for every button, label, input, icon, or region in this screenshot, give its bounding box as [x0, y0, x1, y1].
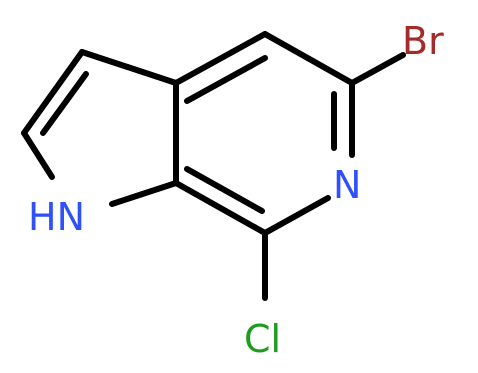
bromine-atom-label: Br: [402, 19, 444, 63]
bond-c7-c7a: [173, 180, 268, 236]
bond-c2-n1: [21, 130, 55, 180]
bond-n1-c7a: [109, 180, 179, 207]
bond-c3-c2-inner: [40, 71, 89, 136]
pyridine-nitrogen-label: N: [333, 163, 361, 207]
bond-c4-c5: [262, 31, 355, 86]
pyrrole-nh-label: HN: [28, 195, 85, 239]
bond-c3-c2: [21, 49, 85, 136]
bond-c7-c7a-inner: [184, 166, 265, 214]
bond-n6-c7: [262, 195, 331, 236]
chlorine-atom-label: Cl: [244, 317, 281, 361]
bond-c4-c4-inner: [184, 55, 268, 104]
bond-c3a-c4: [173, 31, 268, 86]
bond-c3a-c3: [79, 49, 179, 86]
bond-c5-br: [349, 52, 406, 86]
